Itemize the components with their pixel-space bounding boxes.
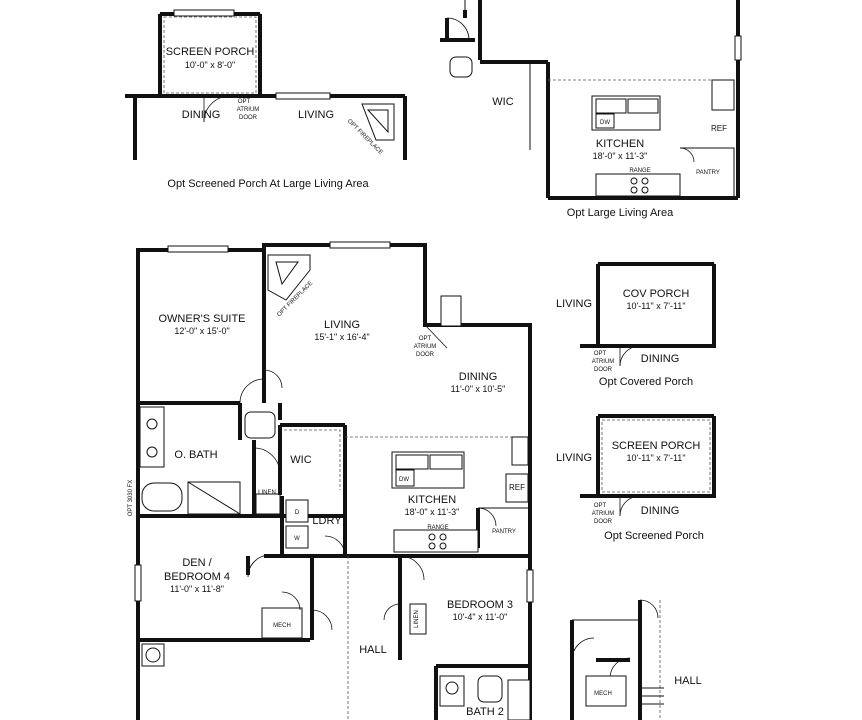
main-floor-plan: OWNER'S SUITE 12'-0" x 15'-0" LIVING 15'…	[128, 241, 534, 720]
kitchen-main-dim: 18'-0" x 11'-3"	[405, 507, 460, 517]
dw-label: DW	[600, 120, 610, 126]
atrium-main-2: ATRIUM	[414, 344, 437, 350]
dryer-label: D	[295, 510, 300, 516]
wic-main-label: WIC	[290, 454, 311, 466]
caption-opt-large-living-area: Opt Large Living Area	[567, 207, 674, 219]
atrium-door-label-2: ATRIUM	[237, 107, 260, 113]
caption-opt-screened-porch: Opt Screened Porch	[604, 530, 704, 542]
atrium-main-1: OPT	[419, 336, 432, 342]
screen-porch-dim: 10'-0" x 8'-0"	[185, 60, 235, 70]
mech-main-label: MECH	[273, 623, 291, 629]
opt-screened-porch-large-living-inset: SCREEN PORCH 10'-0" x 8'-0" DINING OPT A…	[125, 9, 407, 190]
atrium-door-label-3: DOOR	[239, 115, 258, 121]
range-main-label: RANGE	[427, 525, 448, 531]
den-dim: 11'-0" x 11'-8"	[170, 584, 224, 594]
ref-label: REF	[711, 124, 727, 133]
opt-covered-porch-inset: LIVING COV PORCH 10'-11" x 7'-11" DINING…	[556, 262, 716, 388]
screen2-atrium-1: OPT	[594, 503, 607, 509]
cov-porch-living-label: LIVING	[556, 298, 592, 310]
den-label-2: BEDROOM 4	[164, 571, 230, 583]
fireplace-icon-main	[267, 254, 311, 301]
atrium-door-label-1: OPT	[238, 99, 251, 105]
range-counter	[595, 173, 681, 197]
kitchen-main-label: KITCHEN	[408, 494, 456, 506]
dw-main-label: DW	[399, 477, 409, 483]
obath-label: O. BATH	[174, 449, 217, 461]
screen-porch2-living-label: LIVING	[556, 452, 592, 464]
opt-screened-porch-inset: LIVING SCREEN PORCH 10'-11" x 7'-11" DIN…	[556, 414, 716, 542]
opt-fx-label: OPT 3030 FX	[128, 480, 134, 517]
refrigerator-main	[505, 473, 529, 503]
kitchen-dim: 18'-0" x 11'-3"	[593, 151, 648, 161]
cov-porch-dim: 10'-11" x 7'-11"	[626, 301, 685, 311]
screen-porch2-dim: 10'-11" x 7'-11"	[626, 453, 685, 463]
screen2-atrium-2: ATRIUM	[592, 511, 615, 517]
owners-suite-dim: 12'-0" x 15'-0"	[174, 326, 229, 336]
opt-large-living-area-inset: WIC DW KITCHEN 18'-0" x 11'-3" REF PANTR…	[440, 0, 742, 219]
toilet-main	[244, 411, 276, 439]
mech-inset-label: MECH	[594, 691, 612, 697]
bedroom3-label: BEDROOM 3	[447, 599, 513, 611]
cov-porch-label: COV PORCH	[623, 288, 690, 300]
fireplace-icon	[361, 103, 395, 141]
mech-box	[261, 607, 303, 639]
linen-label: LINEN	[258, 490, 276, 496]
opt-mech-hall-inset: MECH HALL	[570, 599, 702, 720]
bathtub	[141, 482, 183, 512]
screen-porch2-label: SCREEN PORCH	[612, 440, 701, 452]
ref-main-label: REF	[509, 483, 525, 492]
atrium-main-3: DOOR	[416, 352, 435, 358]
cov-atrium-2: ATRIUM	[592, 359, 615, 365]
screen-porch-label: SCREEN PORCH	[166, 46, 255, 58]
wic-label: WIC	[492, 96, 513, 108]
cov-porch-dining-label: DINING	[641, 353, 680, 365]
toilet-icon	[449, 56, 473, 78]
cov-atrium-1: OPT	[594, 351, 607, 357]
refrigerator	[711, 79, 735, 111]
dining-main-dim: 11'-0" x 10'-5"	[451, 384, 506, 394]
screen2-atrium-3: DOOR	[594, 519, 613, 525]
range-counter-main	[393, 529, 479, 553]
dining-main-label: DINING	[459, 371, 498, 383]
den-label-1: DEN /	[182, 557, 212, 569]
mech-inset-box	[585, 675, 627, 707]
ldry-label: LDRY	[312, 515, 342, 527]
screen-porch2-dining-label: DINING	[641, 505, 680, 517]
range-label: RANGE	[629, 168, 650, 174]
vanity	[139, 406, 165, 468]
linen2-label: LINEN	[414, 610, 420, 628]
porch-screen-window	[173, 9, 235, 17]
living-label: LIVING	[298, 109, 334, 121]
bath2-label: BATH 2	[466, 706, 504, 718]
washer-label: W	[294, 536, 300, 542]
caption-opt-screened-porch-large-living: Opt Screened Porch At Large Living Area	[167, 178, 369, 190]
pantry-main-label: PANTRY	[492, 529, 516, 535]
living-main-dim: 15'-1" x 16'-4"	[314, 332, 369, 342]
living-main-label: LIVING	[324, 319, 360, 331]
caption-opt-covered-porch: Opt Covered Porch	[599, 376, 693, 388]
owners-suite-label: OWNER'S SUITE	[158, 313, 245, 325]
bedroom3-dim: 10'-4" x 11'-0"	[453, 612, 508, 622]
dining-label: DINING	[182, 109, 221, 121]
kitchen-label: KITCHEN	[596, 138, 644, 150]
hall-inset-label: HALL	[674, 675, 702, 687]
cov-atrium-3: DOOR	[594, 367, 613, 373]
hall-main-label: HALL	[359, 644, 387, 656]
pantry-label: PANTRY	[696, 170, 720, 176]
